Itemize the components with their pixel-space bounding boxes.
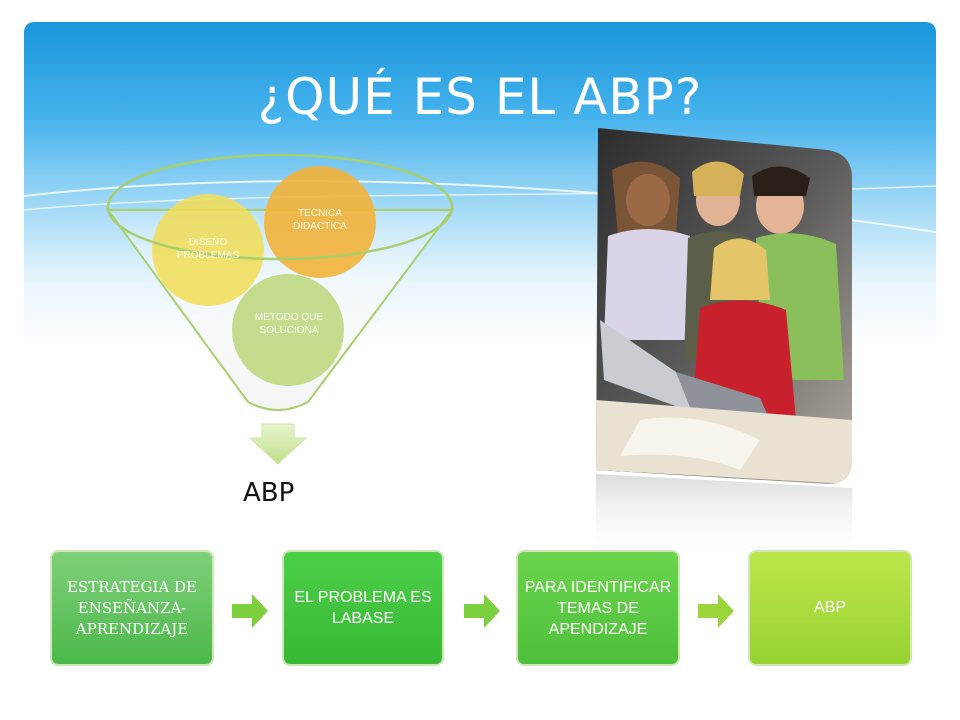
process-step-4-label: ABP [813, 599, 846, 616]
funnel-output-label: ABP [243, 478, 295, 508]
process-step-3: PARA IDENTIFICAR TEMAS DE APENDIZAJE [516, 550, 680, 666]
circle-label-tecnica: TECNICA DIDACTICA [293, 208, 347, 232]
process-step-1-label: ESTRATEGIA DE ENSEÑANZA-APRENDIZAJE [67, 577, 197, 638]
arrow-right-icon [698, 594, 734, 628]
arrow-right-icon [464, 594, 500, 628]
funnel-rim [106, 153, 454, 261]
process-step-2-label: EL PROBLEMA ES LABASE [294, 589, 432, 627]
process-step-4: ABP [748, 550, 912, 666]
process-step-1: ESTRATEGIA DE ENSEÑANZA-APRENDIZAJE [50, 550, 214, 666]
circle-label-metodo: METODO QUE SOLUCIONA [254, 312, 324, 336]
circle-diseno [152, 194, 264, 306]
arrow-right-icon [232, 594, 268, 628]
process-step-3-label: PARA IDENTIFICAR TEMAS DE APENDIZAJE [524, 578, 672, 638]
process-step-2: EL PROBLEMA ES LABASE [282, 550, 444, 666]
circle-metodo [232, 274, 344, 386]
circle-label-diseno: DISEÑO PROBLEMAS [176, 237, 240, 261]
funnel-down-arrow [248, 423, 308, 465]
circle-tecnica [264, 166, 376, 278]
slide-title: ¿QUÉ ES EL ABP? [257, 68, 703, 126]
